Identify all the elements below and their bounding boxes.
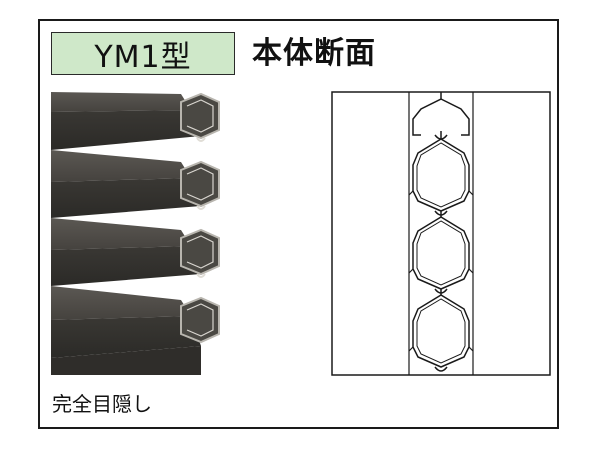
model-badge: YM1型 <box>51 32 235 75</box>
caption: 完全目隠し <box>52 392 152 416</box>
cross-section-drawing <box>331 91 551 376</box>
section-heading: 本体断面 <box>252 36 376 71</box>
clip-joints <box>434 131 448 372</box>
louver-photo <box>51 90 296 375</box>
louver-slats <box>51 92 201 375</box>
model-label: YM1型 <box>94 39 192 75</box>
